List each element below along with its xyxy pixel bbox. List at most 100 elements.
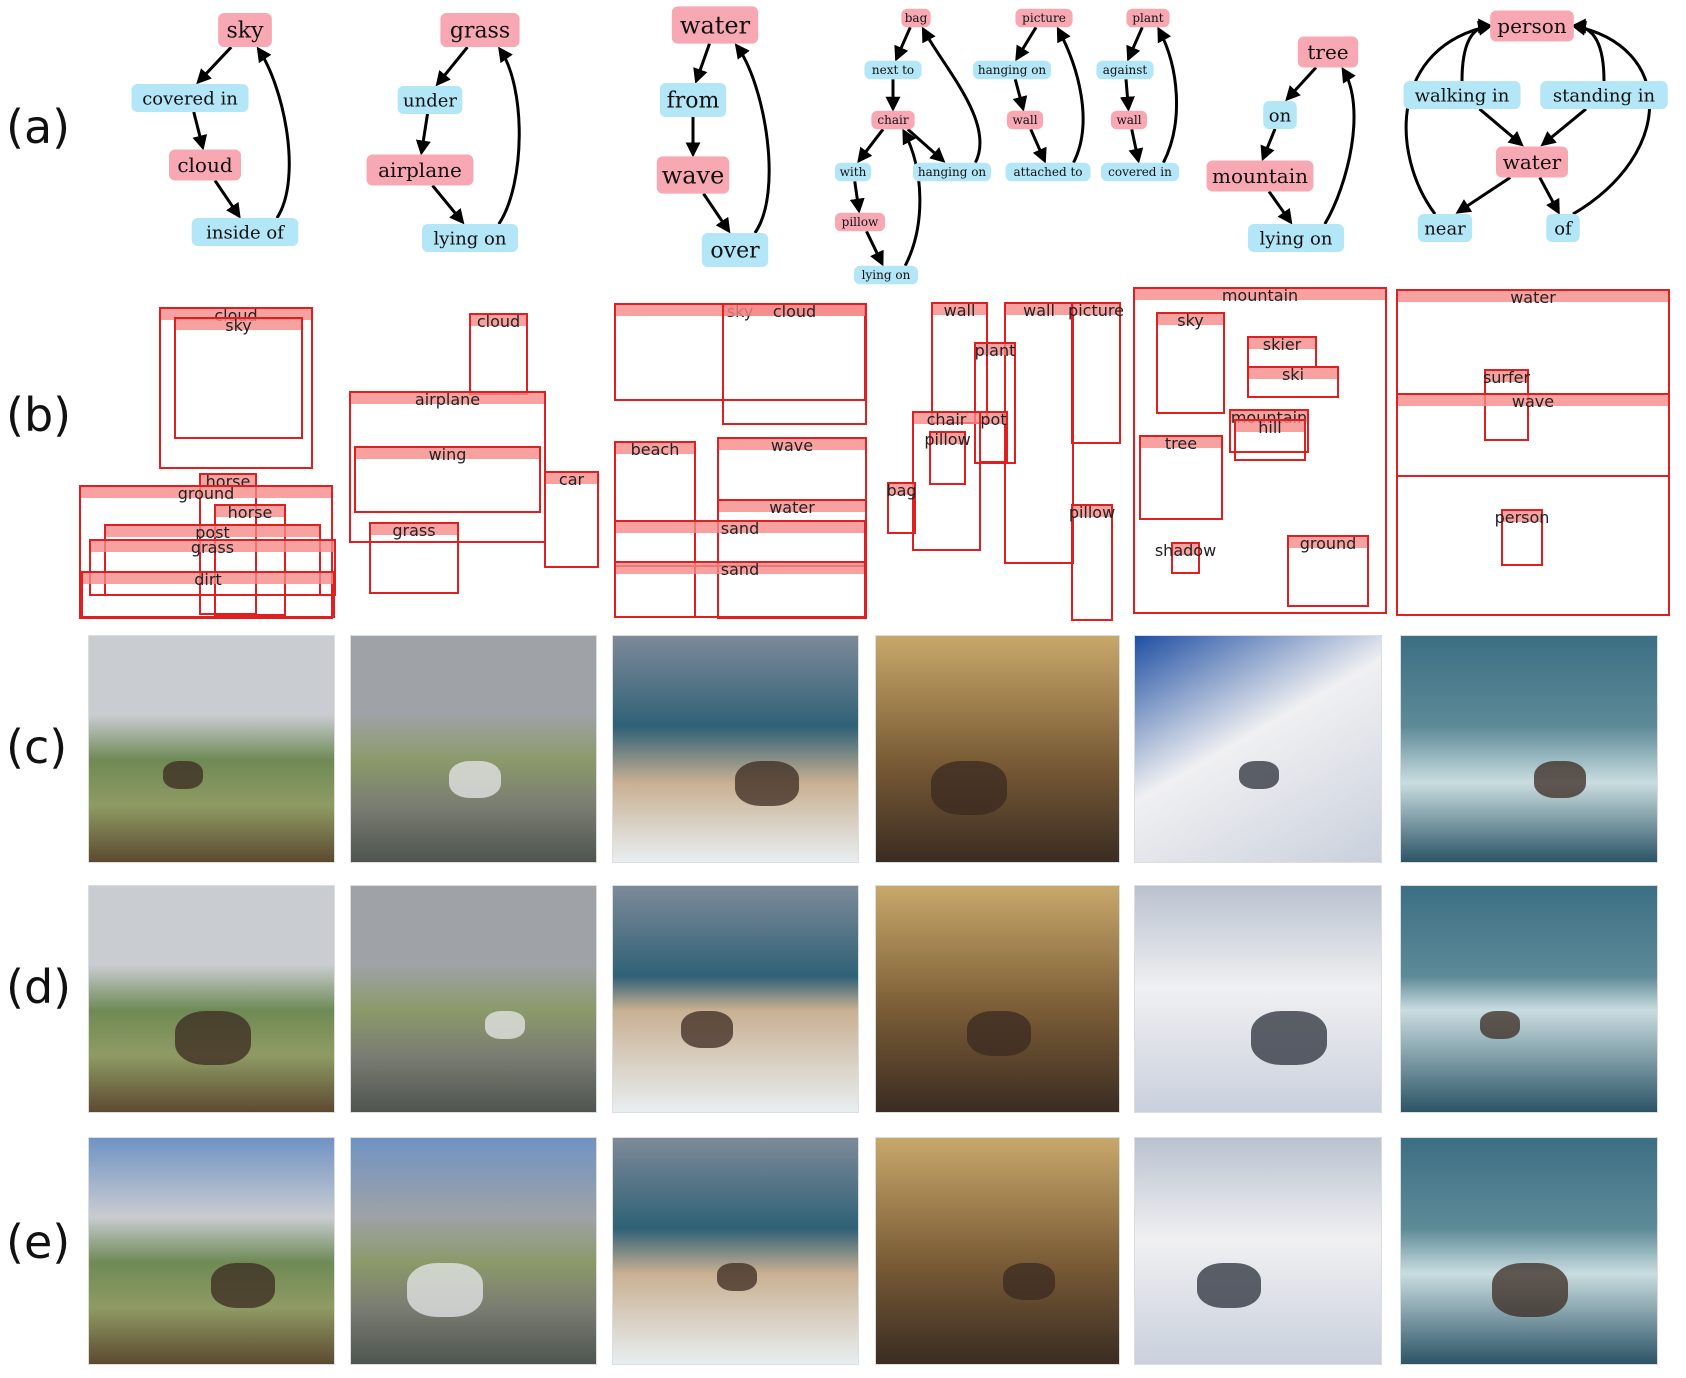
layout-box-label: sand — [721, 519, 759, 538]
scene-subject — [448, 761, 501, 798]
scene-subject — [406, 1263, 483, 1317]
layout-box: wing — [354, 445, 541, 513]
scene-subject — [174, 1011, 251, 1065]
layout-box-label: grass — [392, 521, 435, 540]
scene-subject — [930, 761, 1007, 815]
layout-box: dirt — [81, 570, 335, 618]
graph-edge — [435, 46, 469, 87]
row-label-b: (b) — [6, 388, 72, 442]
layout-box-label: chair — [927, 410, 967, 429]
scene-subject — [966, 1011, 1031, 1057]
layout-box-label: sky — [1177, 311, 1204, 330]
graph-edge — [1478, 107, 1524, 147]
graph-edge — [256, 46, 291, 219]
layout-box: hill — [1234, 418, 1306, 461]
layout-box: horse — [199, 472, 257, 615]
graph-edge — [1570, 20, 1651, 216]
scene-subject — [1534, 761, 1586, 798]
graph-node-label: person — [1497, 14, 1567, 38]
graph-node-label: wall — [1012, 113, 1037, 127]
layout-box: tree — [1139, 434, 1223, 520]
graph-node-relation: walking in — [1403, 81, 1521, 109]
graph-node-relation: hanging on — [913, 162, 991, 182]
layout-box-label: surfer — [1483, 368, 1531, 387]
graph-edge — [415, 113, 431, 156]
graph-node-relation: with — [834, 162, 872, 182]
graph-node-label: airplane — [378, 158, 462, 182]
graph-node-relation: lying on — [421, 224, 519, 252]
layout-box: post — [104, 523, 321, 596]
graph-edge — [1119, 79, 1135, 112]
graph-edge — [921, 26, 982, 164]
layout-box-label: cloud — [214, 306, 257, 325]
scene-subject — [1002, 1263, 1055, 1300]
layout-box: chair — [912, 410, 981, 551]
graph-edge — [497, 46, 521, 225]
generated-image — [88, 1137, 335, 1365]
layout-box-label: wing — [429, 445, 467, 464]
generated-image — [350, 635, 597, 863]
layout-box-label: skier — [1263, 335, 1302, 354]
layout-box-label: dirt — [194, 570, 221, 589]
layout-box: surfer — [1483, 368, 1531, 441]
graph-edge — [1404, 21, 1494, 215]
graph-node-label: lying on — [862, 268, 911, 282]
layout-box: person — [1495, 508, 1550, 566]
layout-box: pillow — [1069, 503, 1115, 621]
graph-node-object: water — [671, 6, 759, 44]
layout-box: bag — [886, 481, 917, 534]
layout-box: airplane — [349, 390, 546, 543]
graph-node-label: near — [1424, 218, 1466, 239]
graph-node-label: bag — [905, 11, 928, 25]
generated-image — [350, 1137, 597, 1365]
graph-node-label: chair — [877, 113, 908, 127]
graph-node-relation: against — [1096, 60, 1154, 80]
graph-edge — [734, 43, 771, 234]
generated-image — [612, 1137, 859, 1365]
graph-node-object: chair — [871, 110, 915, 130]
graph-node-relation: covered in — [131, 84, 249, 112]
layout-box-label: grass — [191, 538, 234, 557]
layout-box: skier — [1247, 335, 1317, 368]
graph-node-label: attached to — [1013, 165, 1082, 179]
graph-edge — [849, 181, 865, 214]
graph-edge — [1012, 78, 1028, 112]
layout-box: grass — [89, 538, 336, 596]
layout-box-label: ground — [178, 484, 235, 503]
graph-node-label: water — [1503, 150, 1562, 174]
graph-node-label: walking in — [1415, 85, 1510, 106]
graph-edge — [1056, 26, 1085, 164]
layout-box-label: water — [769, 498, 815, 517]
graph-edge — [1285, 66, 1318, 102]
layout-box-label: pillow — [924, 430, 970, 449]
layout-box-label: beach — [631, 440, 680, 459]
layout-box-label: plant — [975, 341, 1016, 360]
generated-image — [1400, 1137, 1658, 1365]
scene-subject — [1251, 1011, 1327, 1065]
graph-node-object: water — [1496, 146, 1568, 178]
layout-box: cloud — [469, 312, 528, 395]
layout-box-label: wave — [771, 436, 813, 455]
layout-box: mountain — [1229, 408, 1309, 453]
graph-edge — [1126, 26, 1144, 62]
layout-box: sky — [1156, 311, 1225, 414]
graph-edge — [1128, 128, 1144, 164]
generated-image — [88, 635, 335, 863]
graph-edge — [1540, 107, 1587, 147]
scene-subject — [210, 1263, 275, 1309]
scene-subject — [680, 1011, 733, 1048]
graph-node-label: over — [710, 239, 760, 264]
layout-box-label: person — [1495, 508, 1550, 527]
generated-image — [88, 885, 335, 1113]
graph-node-relation: on — [1263, 101, 1297, 129]
graph-node-label: cloud — [177, 153, 233, 177]
graph-edge — [1323, 66, 1356, 225]
row-label-e: (e) — [6, 1215, 71, 1269]
layout-box-label: wall — [1023, 301, 1055, 320]
graph-edge — [213, 179, 241, 219]
layout-box: wave — [717, 436, 867, 619]
graph-edge — [196, 46, 233, 85]
graph-node-relation: lying on — [1247, 224, 1345, 252]
graph-edge — [902, 128, 922, 267]
graph-node-relation: hanging on — [973, 60, 1051, 80]
